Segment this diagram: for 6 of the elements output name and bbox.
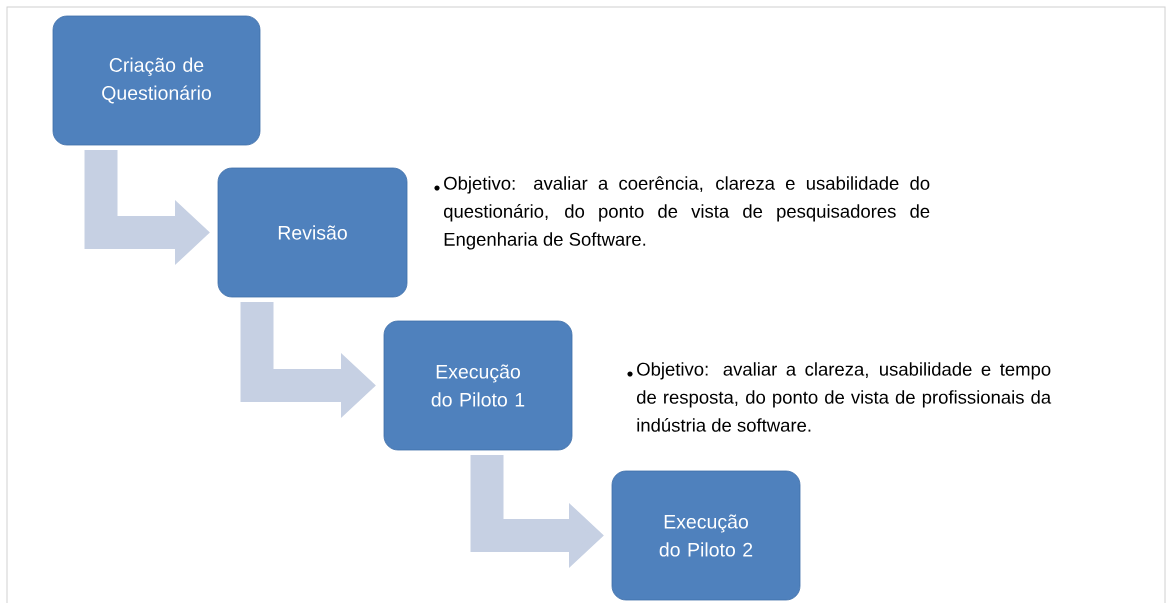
process-box: Revisão <box>217 167 408 298</box>
note-text: Objetivo: avaliar a clareza, usabilidade e tempo de resposta, do ponto de vista de profissionais da indústria de software. <box>637 362 1052 432</box>
note-text: Objetivo: avaliar a coerência, clareza e usabilidade do questionário, do ponto de vista de pesquisadores de Engenharia de Software. <box>444 176 930 250</box>
process-box: Execução do Piloto 2 <box>611 470 801 601</box>
process-box: Criação de Questionário <box>52 15 261 146</box>
process-box: Execução do Piloto 1 <box>383 320 573 451</box>
